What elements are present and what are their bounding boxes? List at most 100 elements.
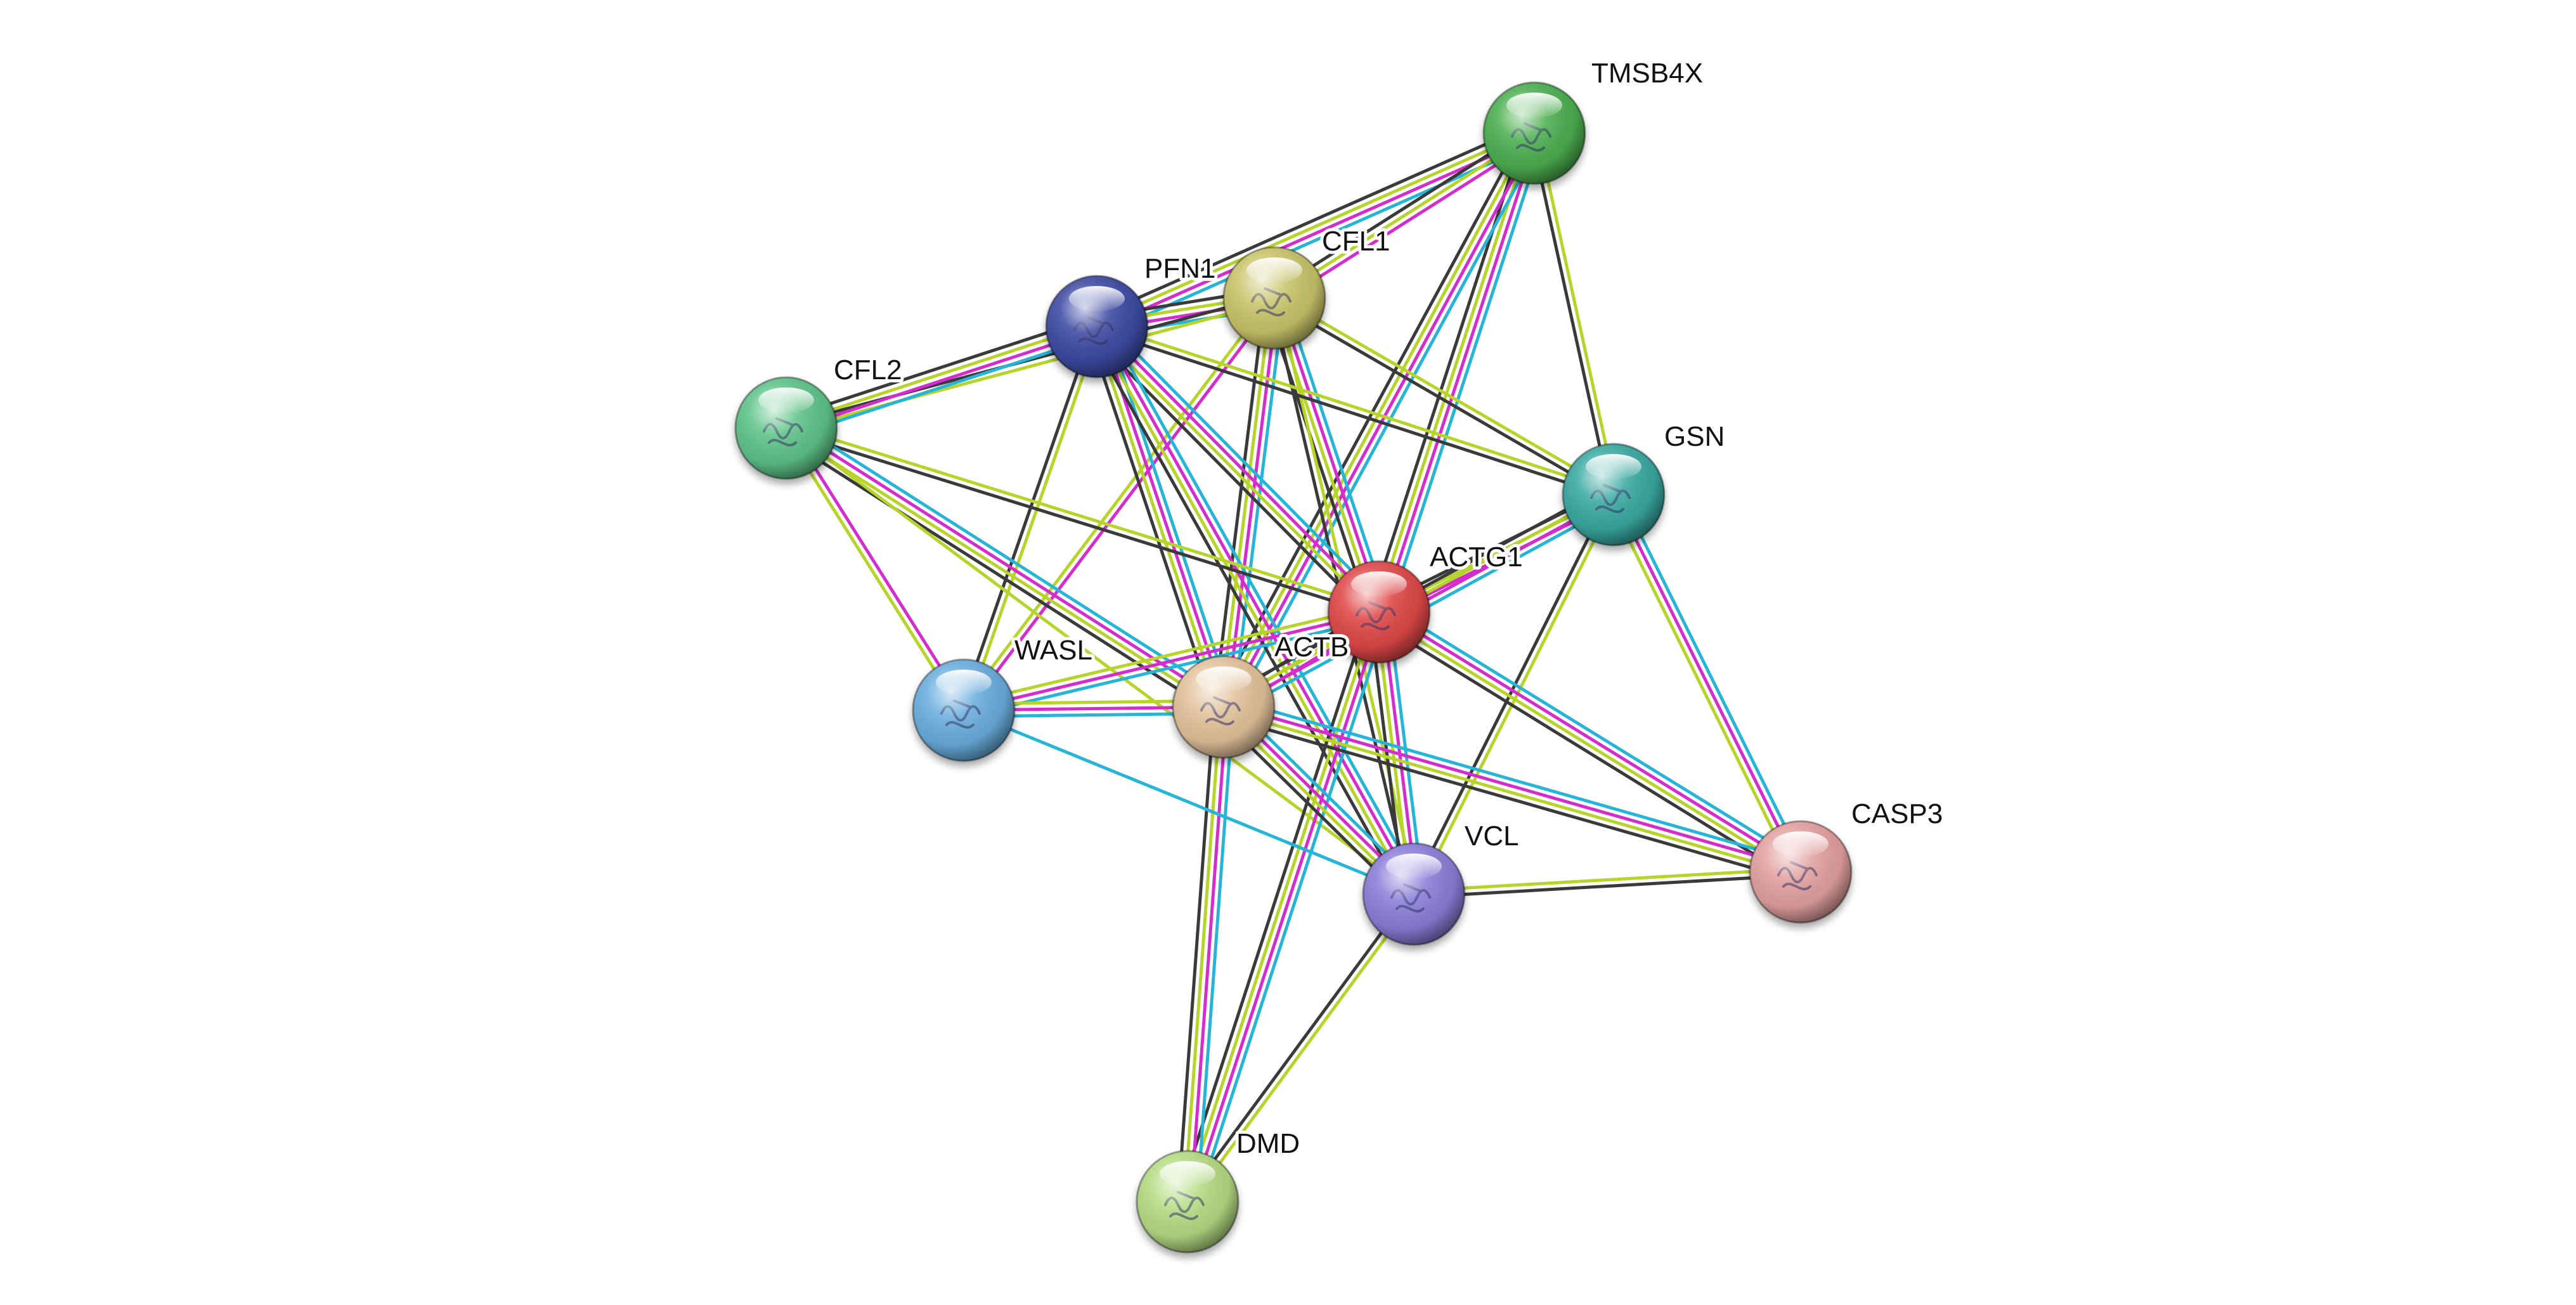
node-wasl[interactable] xyxy=(912,658,1016,762)
node-gloss xyxy=(1386,854,1442,879)
edge-line-coexpression xyxy=(1091,122,1532,320)
edge-line-coexpression xyxy=(1214,127,1528,704)
edge-line-coexpression xyxy=(1094,328,1614,500)
edge-tmsb4x-actg1[interactable] xyxy=(1368,128,1545,617)
edge-gsn-casp3[interactable] xyxy=(1606,490,1808,876)
edge-line-coexpression xyxy=(781,316,1096,421)
edge-line-textmining xyxy=(1182,609,1378,1202)
edge-line-database xyxy=(1195,706,1235,1204)
edge-line-textmining xyxy=(1188,894,1418,1205)
edge-line-coexpression xyxy=(1212,295,1267,708)
edge-line-experiment xyxy=(1276,136,1539,305)
edge-line-experiment xyxy=(1379,607,1804,871)
edge-line-experiment xyxy=(964,298,1279,714)
edge-line-coexpression xyxy=(1372,618,1797,882)
edge-actg1-wasl[interactable] xyxy=(961,604,1382,718)
node-label-cfl1: CFL1 xyxy=(1322,226,1390,257)
edge-line-experiment xyxy=(787,424,968,710)
edge-line-database xyxy=(787,334,1102,439)
node-tmsb4x[interactable] xyxy=(1482,81,1586,185)
edge-line-coexpression xyxy=(959,323,1096,711)
edge-line-database xyxy=(1224,696,1805,865)
edge-line-textmining xyxy=(1375,613,1801,876)
node-gloss xyxy=(1506,93,1562,118)
edge-actg1-dmd[interactable] xyxy=(1177,607,1390,1207)
edge-vcl-dmd[interactable] xyxy=(1183,890,1418,1205)
edge-line-textmining xyxy=(961,604,1380,706)
edge-line-coexpression xyxy=(1087,329,1408,900)
node-gloss xyxy=(1160,1161,1215,1186)
edge-pfn1-gsn[interactable] xyxy=(1094,321,1617,500)
edges-layer xyxy=(779,122,1808,1207)
node-gloss xyxy=(1069,286,1125,311)
edge-line-coexpression xyxy=(1183,890,1413,1202)
node-label-casp3: CASP3 xyxy=(1851,798,1943,829)
edge-line-experiment xyxy=(1276,295,1384,613)
edge-pfn1-actg1[interactable] xyxy=(1088,318,1388,621)
node-pfn1[interactable] xyxy=(1045,275,1149,379)
edge-line-textmining xyxy=(783,321,1097,427)
node-label-pfn1: PFN1 xyxy=(1144,253,1215,284)
edge-line-textmining xyxy=(1606,495,1797,876)
node-actg1[interactable] xyxy=(1327,560,1431,664)
node-gloss xyxy=(1773,831,1828,857)
node-cfl1[interactable] xyxy=(1222,246,1326,350)
node-dmd[interactable] xyxy=(1136,1150,1239,1254)
labels-layer: TMSB4XCFL1PFN1CFL2GSNACTG1ACTBWASLVCLCAS… xyxy=(831,55,1946,1162)
node-gloss xyxy=(758,387,814,413)
edge-cfl1-gsn[interactable] xyxy=(1271,294,1617,499)
edge-actb-casp3[interactable] xyxy=(1219,696,1805,883)
node-vcl[interactable] xyxy=(1362,842,1466,946)
edge-line-textmining xyxy=(785,299,1277,433)
node-cfl2[interactable] xyxy=(734,376,838,480)
node-label-cfl2: CFL2 xyxy=(834,354,902,386)
edge-line-textmining xyxy=(965,326,1102,713)
node-label-wasl: WASL xyxy=(1014,635,1092,666)
edge-vcl-casp3[interactable] xyxy=(1412,867,1803,899)
edge-gsn-vcl[interactable] xyxy=(1409,491,1618,897)
node-label-actb: ACTB xyxy=(1274,632,1349,663)
node-label-actg1: ACTG1 xyxy=(1430,542,1523,573)
edge-line-coexpression xyxy=(1219,714,1800,883)
edge-line-textmining xyxy=(1182,705,1222,1204)
edge-wasl-vcl[interactable] xyxy=(962,708,1416,896)
edge-actg1-casp3[interactable] xyxy=(1372,602,1808,882)
edge-line-database xyxy=(1617,490,1808,871)
edge-pfn1-wasl[interactable] xyxy=(959,323,1102,713)
edge-line-textmining xyxy=(1096,321,1617,493)
edge-actb-dmd[interactable] xyxy=(1176,704,1235,1204)
edge-line-textmining xyxy=(782,429,1224,711)
edge-cfl2-actg1[interactable] xyxy=(784,423,1382,617)
edge-line-database xyxy=(1194,613,1390,1207)
edge-line-database xyxy=(1102,318,1388,607)
edge-line-textmining xyxy=(1219,295,1273,708)
edge-pfn1-vcl[interactable] xyxy=(1087,320,1424,900)
edge-pfn1-cfl2[interactable] xyxy=(781,316,1102,439)
edge-line-database xyxy=(789,418,1231,701)
edge-tmsb4x-gsn[interactable] xyxy=(1529,131,1619,497)
node-actb[interactable] xyxy=(1172,655,1276,759)
edge-line-coexpression xyxy=(1271,299,1614,499)
node-casp3[interactable] xyxy=(1749,820,1853,924)
edge-line-textmining xyxy=(1092,327,1378,616)
edge-line-experiment xyxy=(962,610,1381,712)
edge-line-experiment xyxy=(1189,611,1384,1205)
edge-line-coexpression xyxy=(1409,491,1613,895)
edge-line-textmining xyxy=(1092,326,1413,897)
node-label-tmsb4x: TMSB4X xyxy=(1591,58,1703,89)
edge-line-experiment xyxy=(1612,493,1803,874)
edge-line-experiment xyxy=(1222,702,1803,871)
edge-line-coexpression xyxy=(1529,132,1612,497)
edge-line-database xyxy=(1382,602,1808,866)
node-gsn[interactable] xyxy=(1562,443,1666,547)
edge-line-textmining xyxy=(785,423,1382,611)
edge-line-coexpression xyxy=(1086,328,1217,712)
edge-line-coexpression xyxy=(784,429,1380,617)
edge-cfl2-wasl[interactable] xyxy=(782,424,968,714)
edge-line-textmining xyxy=(1092,326,1222,710)
edge-line-coexpression xyxy=(1177,607,1372,1200)
edge-line-experiment xyxy=(1097,322,1383,611)
edge-line-experiment xyxy=(1189,705,1229,1204)
node-gloss xyxy=(1246,257,1302,283)
edge-line-textmining xyxy=(1274,294,1617,494)
